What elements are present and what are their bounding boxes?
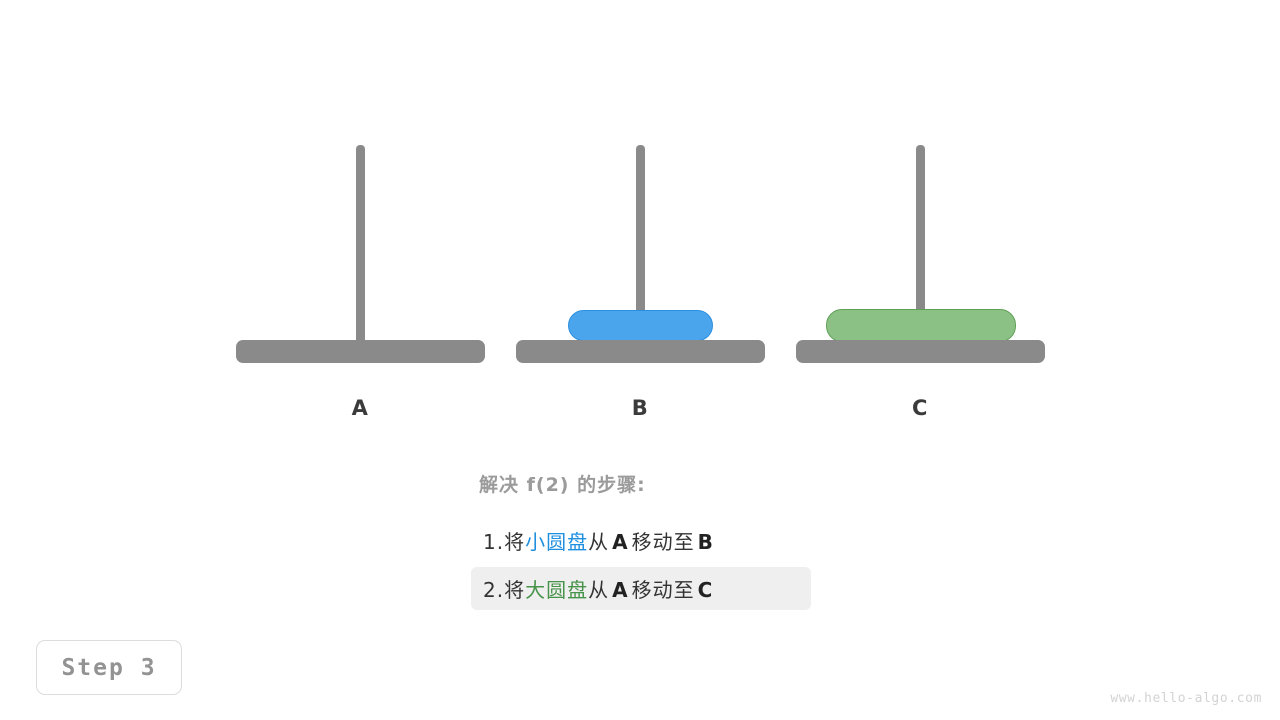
peg-rod-b <box>636 145 645 350</box>
step-index-2: 2. <box>483 578 505 602</box>
step-badge: Step 3 <box>36 640 182 695</box>
step-verb-1: 移动至 <box>631 530 695 554</box>
peg-column-b: B <box>510 0 770 440</box>
step-to-peg-1: B <box>697 530 714 554</box>
hanoi-diagram: A B C <box>230 0 1050 440</box>
step-disk-word-2: 大圆盘 <box>525 578 589 602</box>
step-disk-word-1: 小圆盘 <box>525 530 589 554</box>
steps-heading: 解决 f(2) 的步骤: <box>479 474 646 496</box>
peg-label-c: C <box>912 396 928 420</box>
step-from-peg-2: A <box>612 578 629 602</box>
peg-rod-c <box>916 145 925 350</box>
step-badge-label: Step 3 <box>61 654 157 681</box>
step-prefix-2: 将 <box>504 578 526 602</box>
watermark: www.hello-algo.com <box>1110 691 1262 706</box>
peg-column-c: C <box>790 0 1050 440</box>
step-prefix-1: 将 <box>504 530 526 554</box>
peg-label-b: B <box>631 396 649 420</box>
step-verb-2: 移动至 <box>631 578 695 602</box>
peg-rod-a <box>356 145 365 350</box>
peg-base-c <box>796 340 1045 363</box>
step-middle-2: 从 <box>588 578 610 602</box>
peg-label-a: A <box>351 396 369 420</box>
step-to-peg-2: C <box>697 578 714 602</box>
step-index-1: 1. <box>483 530 505 554</box>
disk-large-on-peg-c <box>826 309 1016 342</box>
step-middle-1: 从 <box>588 530 610 554</box>
peg-base-b <box>516 340 765 363</box>
disk-small-on-peg-b <box>568 310 713 341</box>
step-from-peg-1: A <box>612 530 629 554</box>
peg-column-a: A <box>230 0 490 440</box>
peg-base-a <box>236 340 485 363</box>
